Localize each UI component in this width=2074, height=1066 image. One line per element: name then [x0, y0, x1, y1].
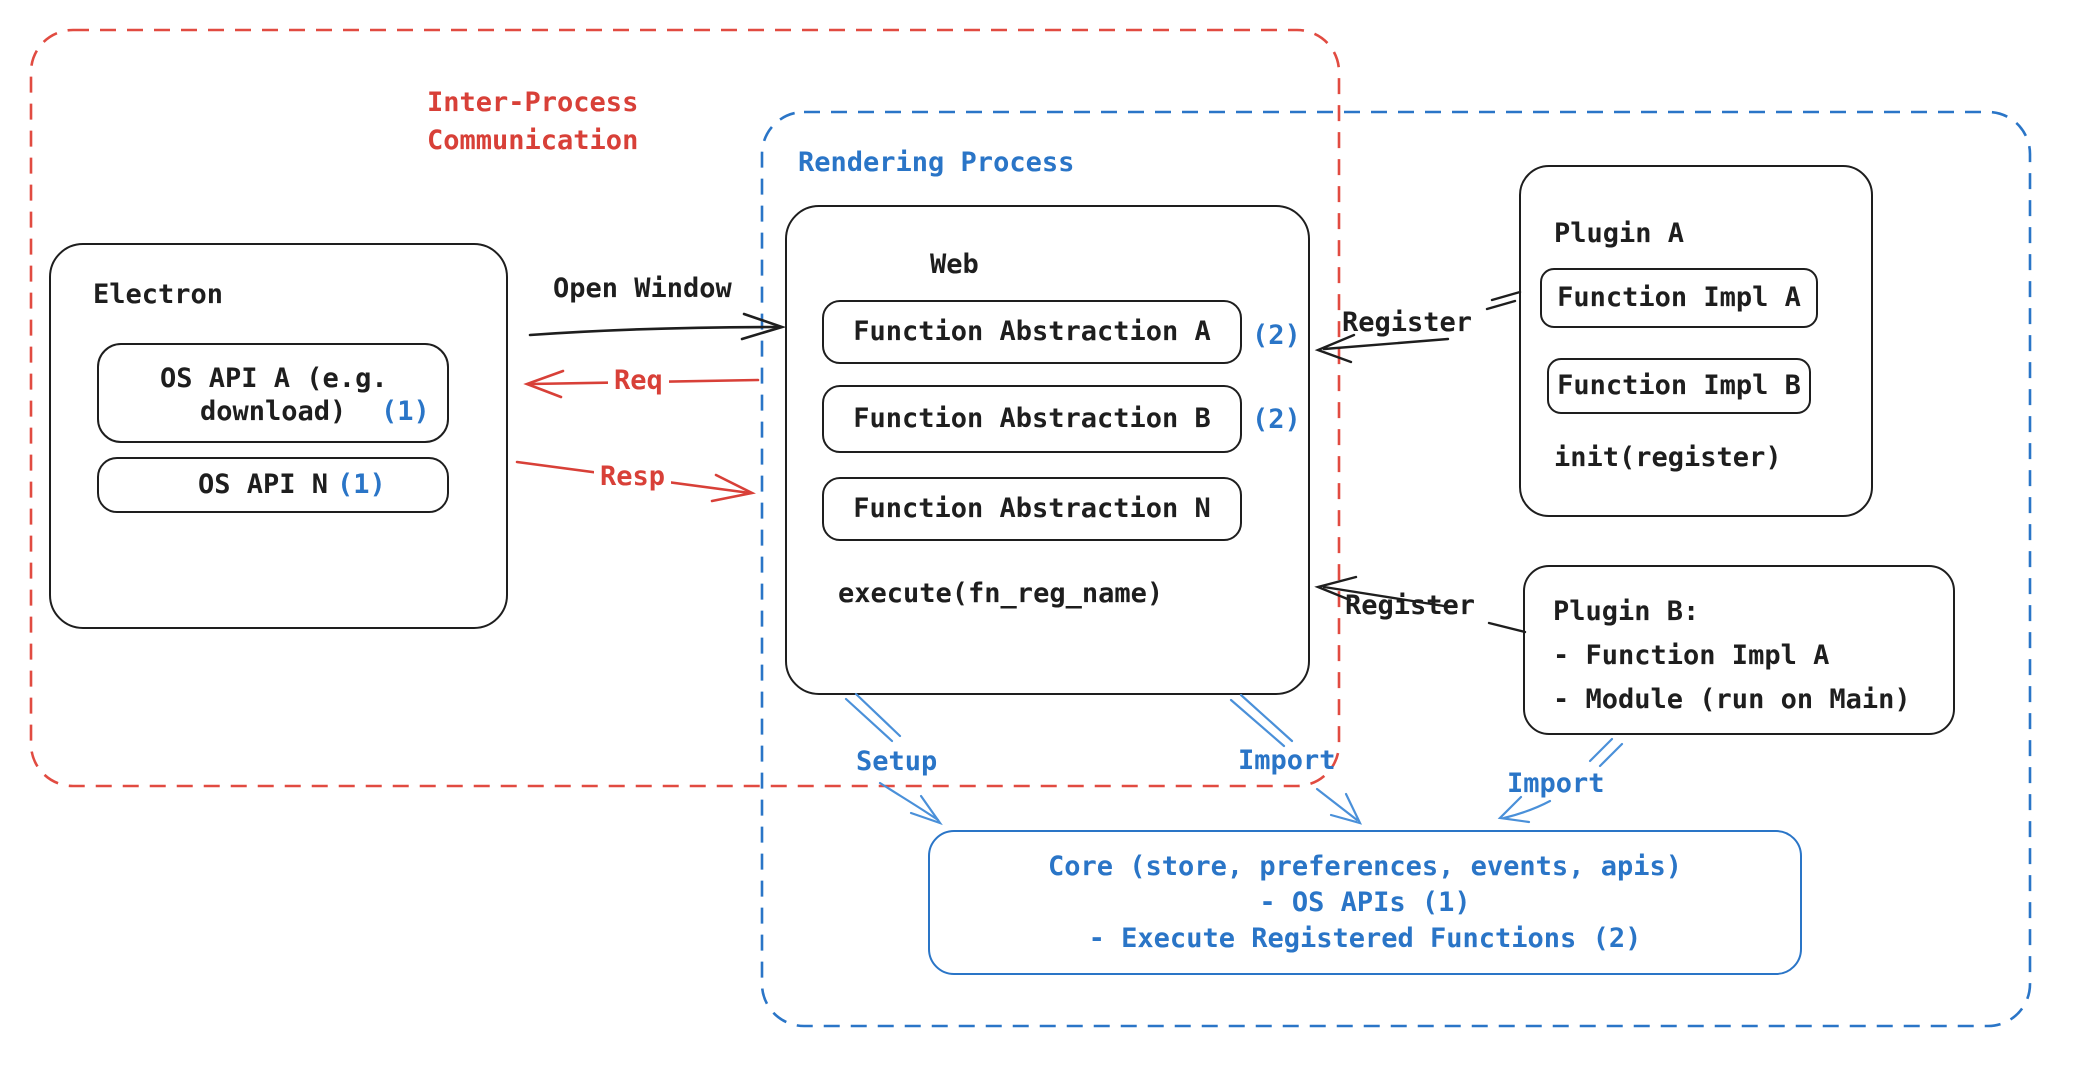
web-title: Web	[930, 249, 979, 280]
open-window-label: Open Window	[553, 273, 732, 304]
function-impl-a-box: Function Impl A	[1540, 268, 1818, 328]
function-impl-a-label: Function Impl A	[1557, 282, 1801, 313]
core-line-1: Core (store, preferences, events, apis)	[1048, 850, 1682, 882]
execute-label: execute(fn_reg_name)	[838, 578, 1164, 609]
register-top-label: Register	[1342, 307, 1473, 338]
req-label: Req	[608, 364, 669, 398]
plugin-b-item1: - Function Impl A	[1553, 640, 1830, 671]
function-impl-b-label: Function Impl B	[1557, 370, 1801, 401]
os-api-a-line1: OS API A (e.g.	[160, 363, 388, 394]
plugin-a-title: Plugin A	[1554, 218, 1685, 249]
os-api-a-badge: (1)	[381, 396, 430, 427]
register-bottom-label: Register	[1345, 590, 1476, 621]
function-abstraction-n-label: Function Abstraction N	[853, 493, 1211, 524]
function-abstraction-a-badge: (2)	[1252, 320, 1301, 351]
core-box: Core (store, preferences, events, apis) …	[928, 830, 1802, 975]
electron-title: Electron	[93, 279, 224, 310]
function-abstraction-a-label: Function Abstraction A	[853, 316, 1211, 347]
function-abstraction-b-box: Function Abstraction B	[822, 385, 1242, 453]
function-abstraction-b-badge: (2)	[1252, 404, 1301, 435]
plugin-b-title: Plugin B:	[1553, 596, 1700, 627]
core-line-3: - Execute Registered Functions (2)	[1088, 922, 1642, 954]
os-api-a-line2: download)	[200, 396, 347, 427]
setup-label: Setup	[856, 746, 938, 777]
core-line-2: - OS APIs (1)	[1259, 886, 1471, 918]
function-impl-b-box: Function Impl B	[1547, 358, 1811, 414]
function-abstraction-n-box: Function Abstraction N	[822, 477, 1242, 541]
plugin-b-item2: - Module (run on Main)	[1553, 684, 1911, 715]
os-api-n-label: OS API N	[198, 469, 329, 500]
open-window-arrow	[528, 312, 787, 341]
os-api-n-badge: (1)	[337, 469, 386, 500]
rendering-region-label: Rendering Process	[798, 147, 1075, 178]
import-plugin-label: Import	[1507, 768, 1605, 799]
function-abstraction-a-box: Function Abstraction A	[822, 300, 1242, 364]
function-abstraction-b-label: Function Abstraction B	[853, 403, 1211, 434]
import-web-label: Import	[1238, 745, 1336, 776]
ipc-region-label: Inter-Process Communication	[427, 87, 639, 156]
resp-label: Resp	[594, 460, 672, 494]
plugin-a-init-label: init(register)	[1554, 442, 1782, 473]
